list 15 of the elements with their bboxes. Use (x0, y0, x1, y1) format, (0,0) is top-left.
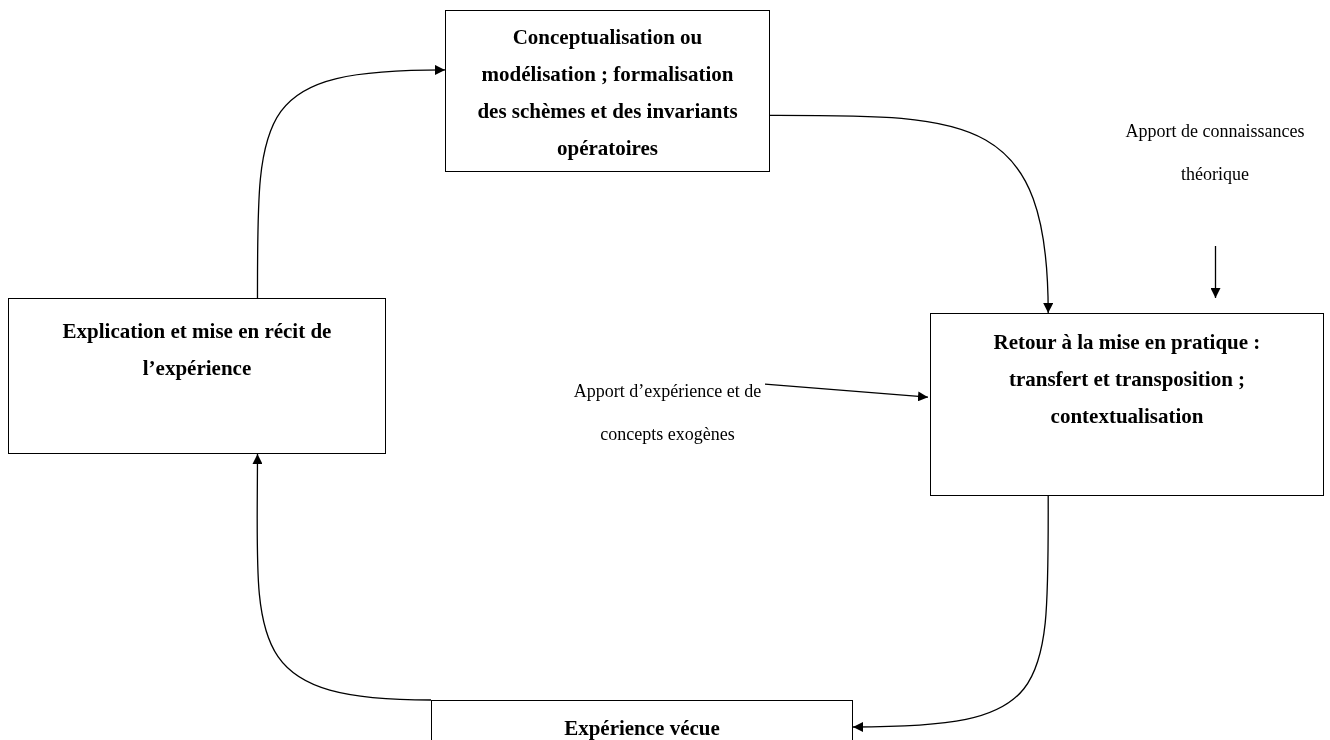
process-box (445, 10, 770, 172)
arrow (252, 453, 432, 701)
box-text: Conceptualisation ou modélisation ; formalisation des schèmes et des invariants opératoires (476, 24, 739, 162)
arrow (769, 114, 1053, 314)
process-box (930, 313, 1324, 496)
arrow (256, 65, 446, 299)
box-text: Explication et mise en récit de l’expérience (61, 318, 333, 382)
arrow (1210, 245, 1221, 299)
arrow (852, 495, 1049, 732)
input-note: Apport d’expérience et de concepts exogènes (555, 370, 780, 456)
box-text: Retour à la mise en pratique : transfert et transposition ; contextualisation (992, 329, 1262, 430)
arrow (764, 383, 929, 402)
input-note: Apport de connaissances théorique (1115, 110, 1315, 196)
process-box (8, 298, 386, 454)
box-text: Expérience vécue (563, 715, 721, 740)
